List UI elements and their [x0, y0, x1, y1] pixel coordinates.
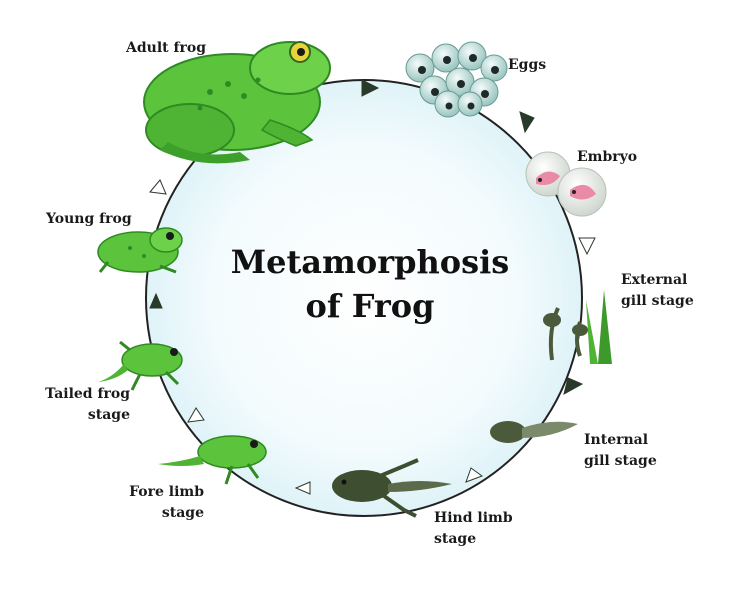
young-frog-icon: [97, 227, 183, 274]
label-hind-limb-stage: Hind limb stage: [434, 510, 513, 547]
label-eggs: Eggs: [508, 57, 547, 73]
arrow-tailed-to-young: [149, 292, 163, 309]
cycle-circle-line: [145, 79, 583, 517]
label-young-frog: Young frog: [46, 211, 132, 227]
label-external-gill-stage: External gill stage: [621, 272, 694, 309]
external-gill-icon: [543, 290, 612, 364]
label-adult-frog: Adult frog: [126, 40, 207, 56]
label-internal-gill-stage: Internal gill stage: [584, 432, 657, 469]
diagram-title: Metamorphosis of Frog: [230, 243, 510, 325]
internal-gill-icon: [490, 421, 578, 443]
arrow-external-to-internal: [563, 377, 584, 395]
arrow-embryo-to-external: [578, 237, 596, 256]
adult-frog-icon: [143, 41, 331, 164]
cycle-circle-fill: [146, 80, 582, 516]
arrow-fore-to-tailed: [187, 407, 205, 423]
arrow-adult-to-eggs: [361, 79, 380, 97]
arrow-young-to-adult: [149, 179, 167, 195]
label-tailed-frog-stage: Tailed frog stage: [45, 386, 130, 423]
arrow-internal-to-hind: [465, 467, 484, 483]
label-embryo: Embryo: [577, 149, 638, 165]
hind-limb-icon: [332, 458, 452, 518]
arrow-eggs-to-embryo: [519, 111, 535, 134]
eggs-icon: [405, 41, 508, 118]
arrow-hind-to-fore: [294, 481, 311, 495]
fore-limb-icon: [158, 435, 267, 485]
tailed-frog-icon: [98, 340, 183, 391]
embryo-icon: [525, 151, 607, 217]
cycle-arrows: [149, 79, 596, 495]
label-fore-limb-stage: Fore limb stage: [129, 484, 204, 521]
